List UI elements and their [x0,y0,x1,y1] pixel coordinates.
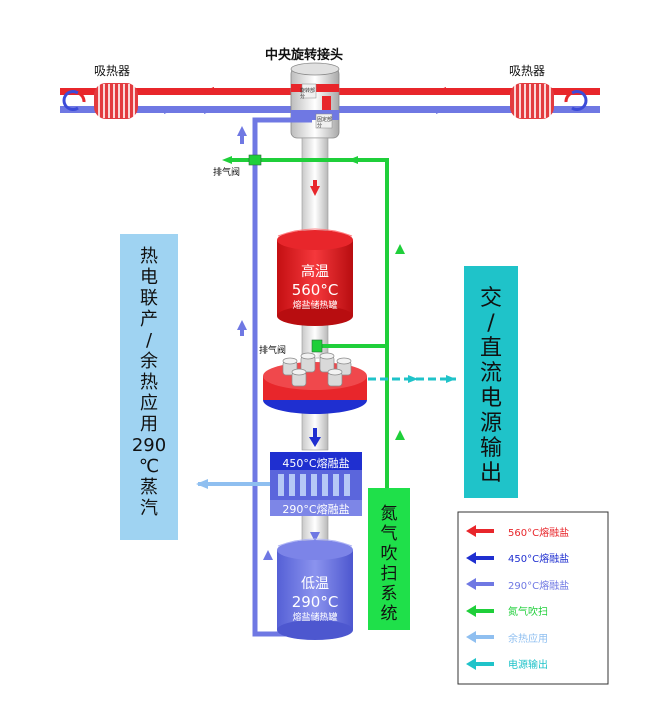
power-output-char: 电 [479,386,502,411]
cogeneration-char: 290 [131,435,167,456]
cogeneration-char: 余 [140,351,158,372]
cogeneration-char: 热 [140,372,158,393]
power-output-line [368,375,456,383]
nitrogen-char: 系 [380,584,398,604]
hot-tank-line3: 熔盐储热罐 [292,301,338,311]
vent-label-mid: 排气阀 [259,346,287,356]
absorber-coil-right [510,83,554,119]
legend-arrow-icon [466,631,494,644]
power-output-char: 流 [479,361,502,386]
joint-label-rotating: 旋转部分 [300,88,316,100]
nitrogen-char: 吹 [380,544,398,564]
cogeneration-char: 汽 [140,498,158,519]
cogeneration-box [120,234,178,540]
legend-label: 450°C熔融盐 [508,554,570,566]
nitrogen-char: 氮 [380,504,398,524]
vent-label-top: 排气阀 [213,168,241,178]
title-rotary-joint: 中央旋转接头 [265,48,344,63]
legend-item: 余热应用 [460,624,606,651]
nitrogen-char: 气 [380,524,398,544]
legend-item: 560°C熔融盐 [460,518,606,545]
legend-item: 氮气吹扫 [460,598,606,625]
pipe-flow-arrows [164,87,446,114]
legend-box [457,511,609,685]
power-output-char: 直 [479,336,502,361]
legend-arrow-icon [466,578,494,591]
power-output-text: 交/直流电源输出 [464,286,518,486]
cold-tank-line1: 低温 [301,576,329,592]
legend-item: 电源输出 [460,651,606,678]
cogeneration-char: 用 [140,414,158,435]
legend-label: 氮气吹扫 [508,607,548,619]
absorber-coil-left [94,83,138,119]
power-output-box [464,266,518,498]
hot-tank-line2: 560°C [291,281,339,299]
joint-label-fixed: 固定部分 [317,117,333,129]
cogeneration-char: / [145,330,153,351]
cogeneration-char: ℃ [138,456,160,477]
cogeneration-char: 电 [140,267,158,288]
cold-tank-label: 低温 290°C 熔盐储热罐 [277,576,353,625]
cold-tank-line2: 290°C [291,593,339,611]
rotation-icon-left [62,90,86,111]
cogeneration-char: 应 [140,393,158,414]
legend-arrow-icon [466,525,494,538]
legend-label: 560°C熔融盐 [508,527,570,539]
cogeneration-char: 联 [140,288,158,309]
exchanger-bottom-label: 290°C熔融盐 [282,503,350,516]
power-output-char: 交 [479,286,502,311]
legend-arrow-icon [466,604,494,617]
power-output-char: 源 [479,411,502,436]
exchanger-top-label: 450°C熔融盐 [282,457,350,470]
legend-label: 余热应用 [508,633,548,645]
legend-label: 电源输出 [508,660,548,672]
hot-tank [277,228,353,326]
legend-label: 290°C熔融盐 [508,580,570,592]
cogeneration-char: 热 [140,246,158,267]
waste-heat-line [196,479,270,489]
hot-tank-label: 高温 560°C 熔盐储热罐 [277,264,353,313]
nitrogen-char: 统 [380,604,398,624]
heat-exchanger [270,452,362,516]
cold-tank [277,538,353,640]
legend-item: 290°C熔融盐 [460,571,606,598]
legend-item: 450°C熔融盐 [460,545,606,572]
nitrogen-system-text: 氮气吹扫系统 [368,504,410,624]
legend-arrow-icon [466,657,494,670]
power-output-char: / [487,311,495,336]
cold-tank-line3: 熔盐储热罐 [292,613,338,623]
absorber-label-right: 吸热器 [509,64,546,78]
legend-arrow-icon [466,551,494,564]
power-output-char: 出 [479,461,502,486]
cogeneration-char: 蒸 [140,477,158,498]
rotation-icon-right [564,90,588,111]
absorber-label-left: 吸热器 [94,64,131,78]
power-output-char: 输 [479,436,502,461]
nitrogen-char: 扫 [380,564,398,584]
turbine-generator [263,352,367,414]
legend: 560°C熔融盐 450°C熔融盐 290°C熔融盐氮气吹扫余热应用电源输出 [460,518,606,677]
hot-tank-line1: 高温 [301,264,329,280]
nitrogen-system-box [368,488,410,630]
cogeneration-char: 产 [140,309,158,330]
